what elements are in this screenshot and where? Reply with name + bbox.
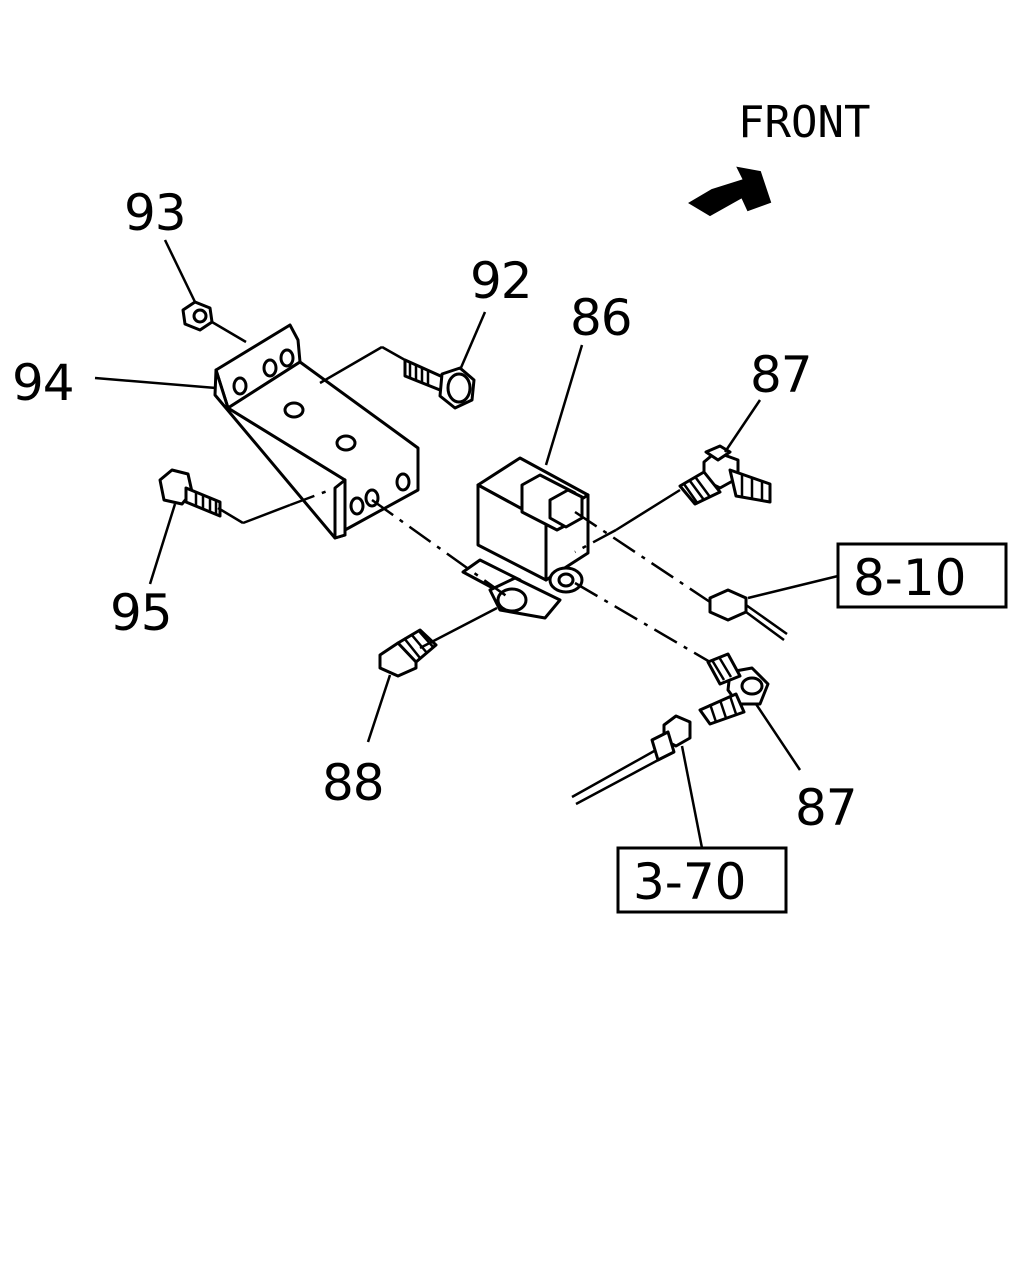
solenoid-valve-86 — [461, 456, 590, 620]
callout-88: 88 — [322, 754, 384, 812]
nut-93 — [181, 300, 214, 332]
ref-3-70-box — [616, 846, 788, 914]
bracket-94 — [213, 323, 420, 540]
elbow-fitting-87-top — [678, 444, 772, 506]
callout-93: 93 — [124, 184, 186, 242]
ref-3-70: 3-70 — [633, 853, 746, 911]
callout-87-top: 87 — [750, 346, 812, 404]
ref-8-10: 8-10 — [853, 549, 966, 607]
leader-lines — [94, 239, 839, 849]
front-arrow-icon — [688, 166, 772, 217]
callout-94: 94 — [12, 354, 74, 412]
ref-8-10-box — [836, 542, 1008, 609]
front-label: FRONT — [738, 97, 870, 148]
bolt-95 — [158, 468, 222, 518]
plug-88 — [378, 628, 438, 678]
sensor-3-70 — [571, 714, 692, 806]
connector-8-10 — [708, 588, 788, 642]
elbow-fitting-87-bottom — [698, 652, 770, 726]
callout-86: 86 — [570, 289, 632, 347]
alignment-lines — [289, 488, 711, 664]
bolt-92 — [403, 358, 476, 410]
callout-87-bottom: 87 — [795, 779, 857, 837]
callout-92: 92 — [470, 252, 532, 310]
callout-95: 95 — [110, 584, 172, 642]
